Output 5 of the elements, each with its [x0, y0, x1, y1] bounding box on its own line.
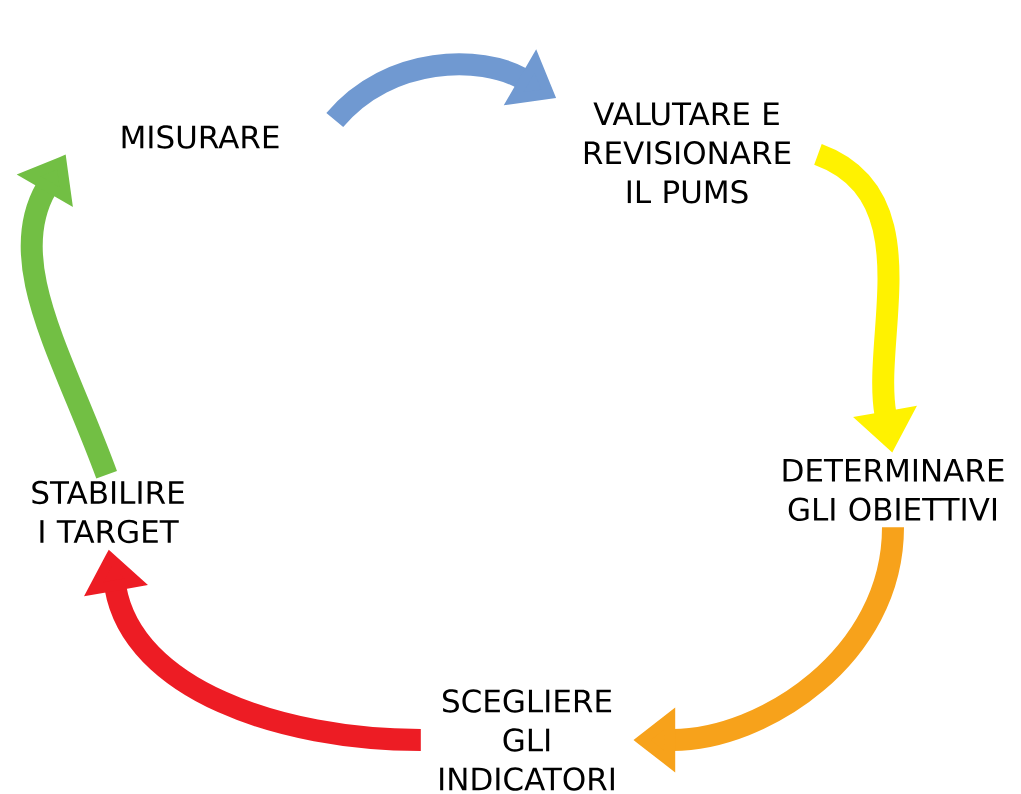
- step-label: SCEGLIERE GLI INDICATORI: [440, 689, 614, 791]
- step-label: STABILIRE I TARGET: [32, 480, 184, 544]
- step-label: MISURARE: [122, 125, 279, 149]
- step-label: DETERMINARE GLI OBIETTIVI: [783, 458, 1004, 521]
- step-label: VALUTARE E REVISIONARE IL PUMS: [584, 102, 791, 204]
